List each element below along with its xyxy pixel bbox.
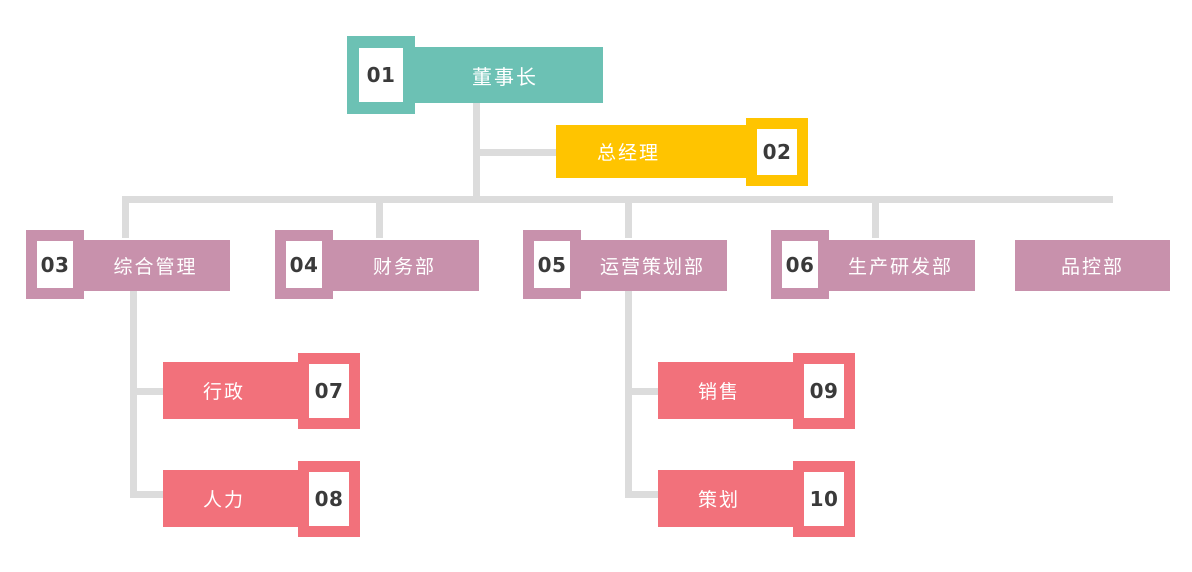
connector-01-to-02 — [473, 149, 556, 156]
org-node-09-badge: 09 — [793, 353, 855, 429]
org-node-08-badge: 08 — [298, 461, 360, 537]
connector-trunk-drop-05 — [625, 196, 632, 238]
org-node-02-label: 总经理 — [556, 125, 756, 178]
connector-trunk-drop-04 — [376, 196, 383, 238]
connector-trunk-horizontal — [122, 196, 1113, 203]
org-node-07-badge: 07 — [298, 353, 360, 429]
org-node-04-badge: 04 — [275, 230, 333, 299]
org-node-quality-control-label: 品控部 — [1015, 240, 1170, 291]
org-node-05-badge: 05 — [523, 230, 581, 299]
org-node-06-badge: 06 — [771, 230, 829, 299]
org-node-02-badge: 02 — [746, 118, 808, 186]
connector-trunk-drop-03 — [122, 196, 129, 238]
org-node-10-badge: 10 — [793, 461, 855, 537]
connector-03-to-07 — [130, 388, 165, 395]
connector-05-to-09 — [625, 388, 660, 395]
connector-trunk-drop-06 — [872, 196, 879, 238]
org-node-01-badge: 01 — [347, 36, 415, 114]
connector-05-to-10 — [625, 491, 660, 498]
connector-03-to-08 — [130, 491, 165, 498]
org-node-03-badge: 03 — [26, 230, 84, 299]
